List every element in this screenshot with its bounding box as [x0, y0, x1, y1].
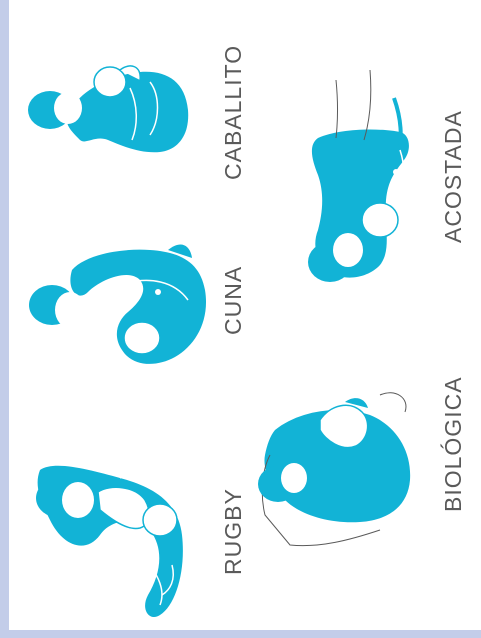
upright-hold-icon [28, 66, 188, 152]
label-cuna: CUNA [220, 266, 247, 335]
rugby-hold-icon [36, 466, 183, 617]
cradle-hold-icon [29, 244, 206, 363]
label-caballito: CABALLITO [220, 45, 247, 180]
label-acostada: ACOSTADA [440, 110, 467, 243]
biological-nurturing-icon [258, 393, 410, 546]
label-biologica: BIOLÓGICA [440, 376, 467, 512]
label-rugby: RUGBY [220, 488, 247, 575]
side-lying-icon [308, 70, 409, 282]
